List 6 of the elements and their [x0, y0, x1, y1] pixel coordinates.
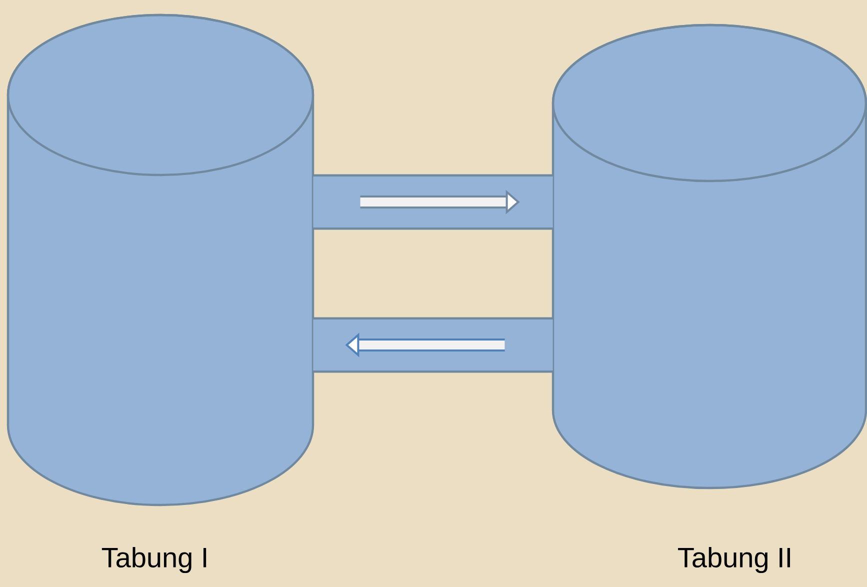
tank-drawing — [552, 24, 867, 490]
tank-label: Tabung I — [102, 546, 206, 574]
pipe-with-arrow — [313, 174, 553, 230]
tank-label: Tabung II — [678, 546, 790, 574]
pipe-with-arrow — [313, 317, 553, 373]
tank-drawing — [6, 14, 314, 506]
